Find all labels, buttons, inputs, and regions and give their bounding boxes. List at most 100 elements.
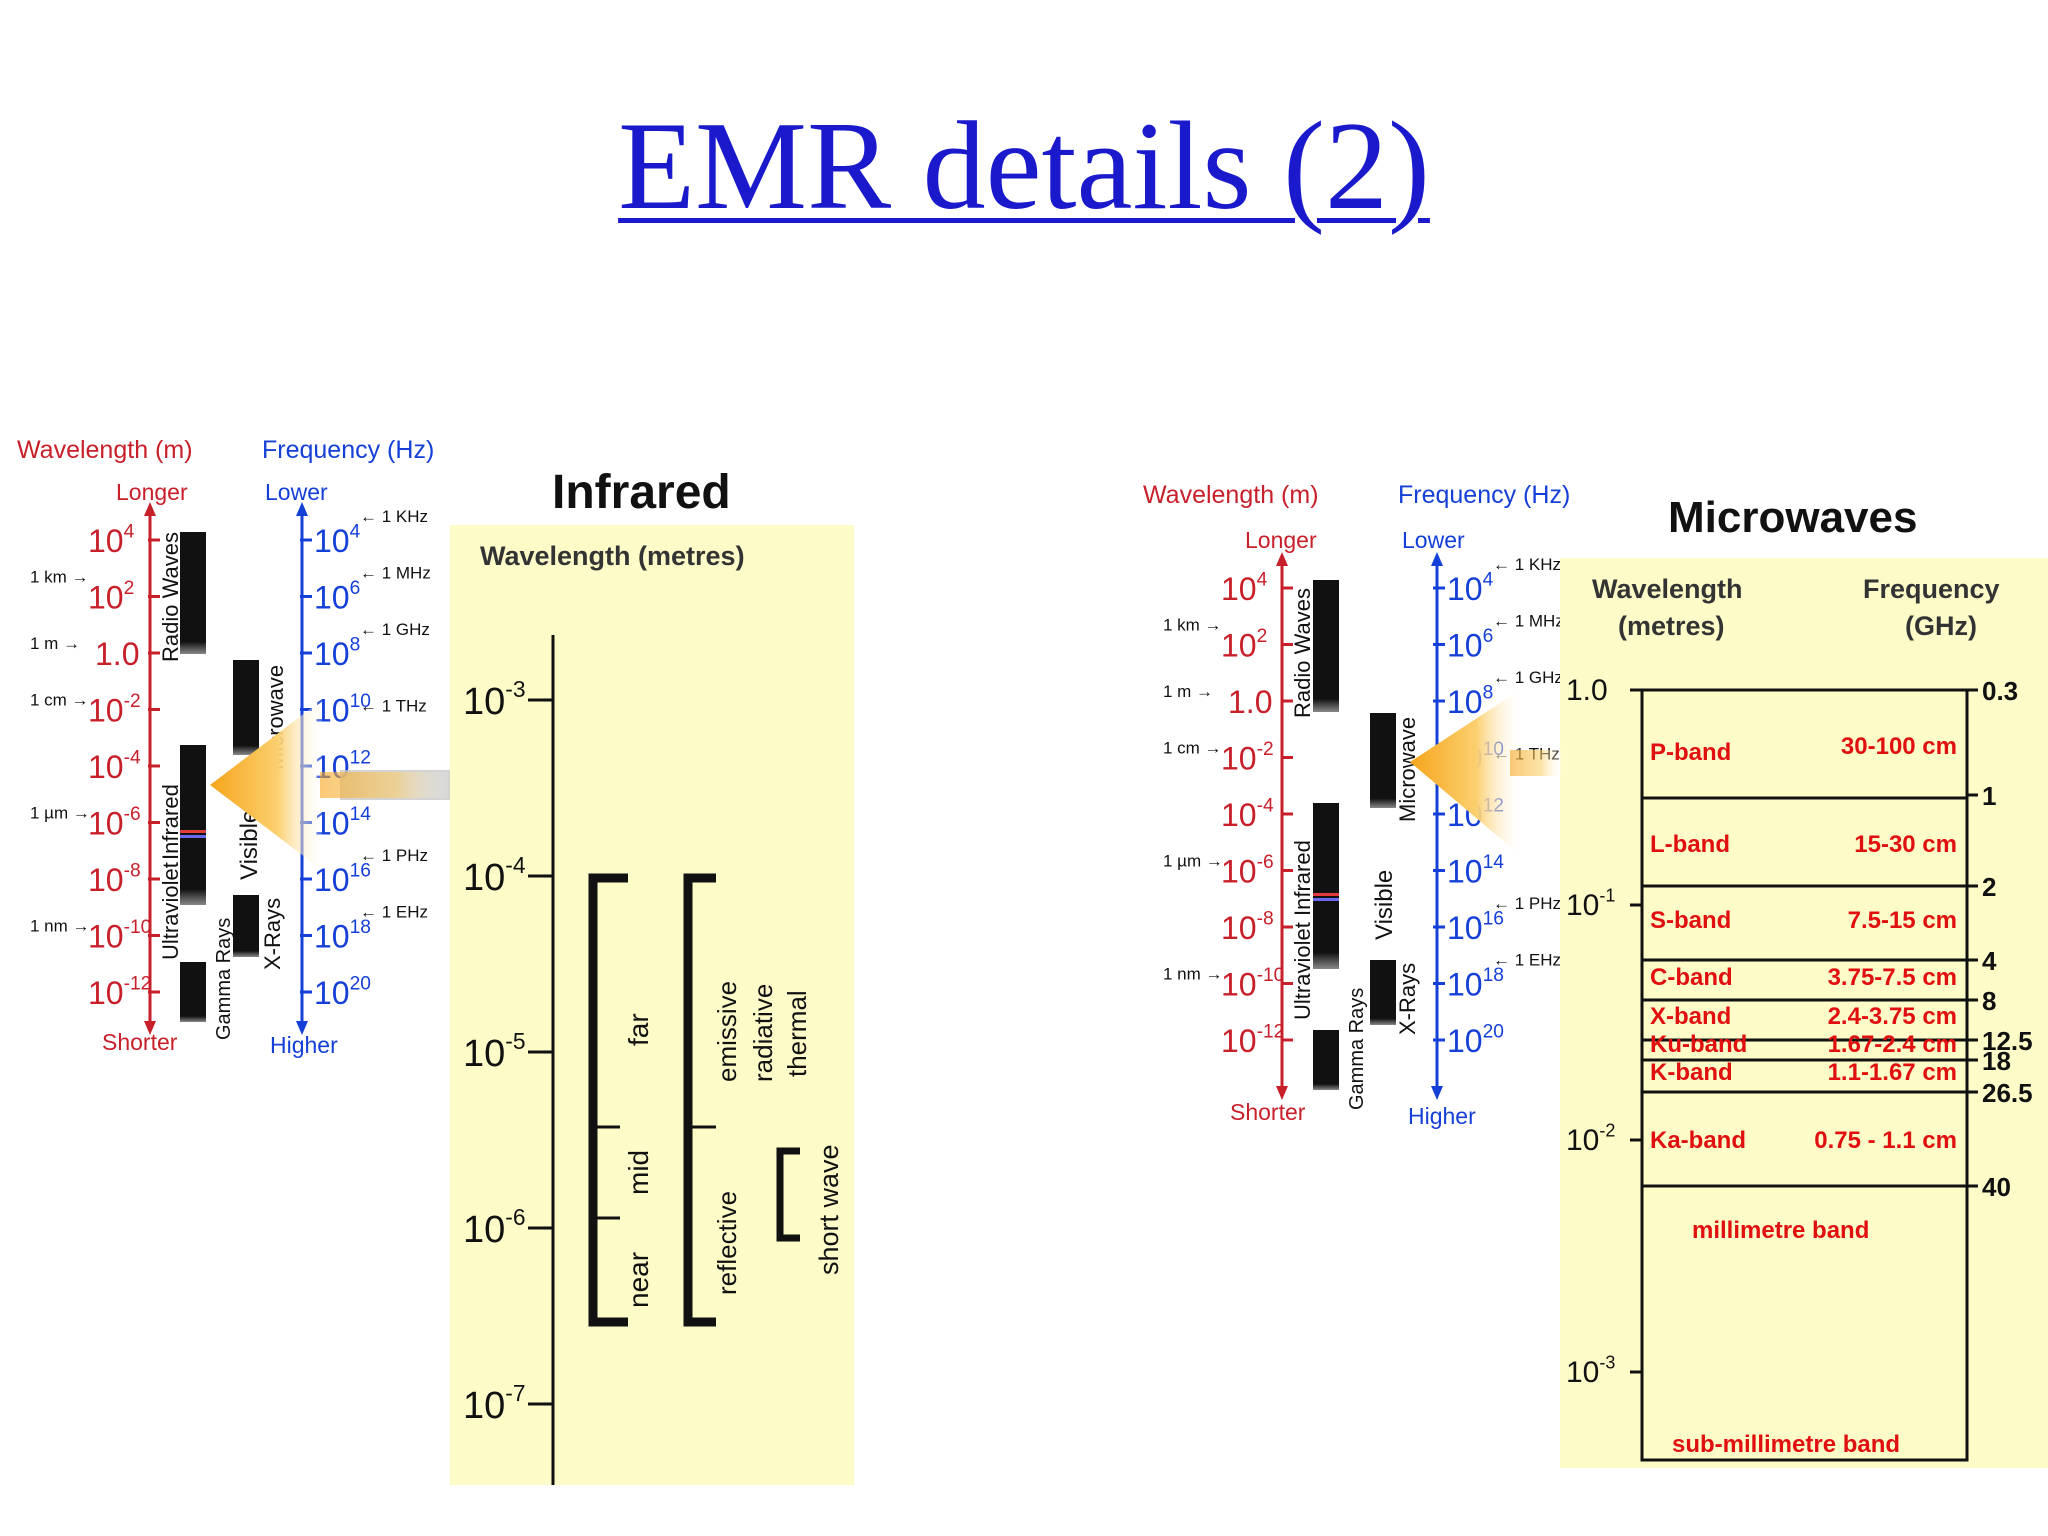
wavelength-marker: 1 cm → <box>30 691 89 710</box>
band-range: 0.75 - 1.1 cm <box>1814 1127 1957 1154</box>
frequency-tick-label: 1016 <box>314 861 371 898</box>
emissive-reflective-bracket <box>683 873 716 1327</box>
band-name: X-band <box>1650 1003 1731 1030</box>
wavelength-tick-label: 1.0 <box>95 636 139 672</box>
mw-freq-tick-label: 12.5 <box>1982 1026 2033 1056</box>
frequency-marker: ← 1 GHz <box>360 620 430 639</box>
lower-label-right: Lower <box>1402 527 1465 553</box>
wavelength-tick-label: 104 <box>88 522 135 559</box>
infrared-pointer-arrow <box>210 700 450 870</box>
wavelength-marker: 1 µm → <box>1163 852 1223 871</box>
microwave-bar <box>233 660 259 755</box>
band-name: Ku-band <box>1650 1031 1747 1058</box>
microwaves-band-lines <box>1642 796 1967 1188</box>
frequency-header: Frequency (Hz) <box>262 436 434 464</box>
mw-wl-tick-label: 1.0 <box>1566 674 1608 707</box>
gamma-rays-bar-right <box>1313 1030 1339 1090</box>
wavelength-tick-label: 10-6 <box>88 804 141 841</box>
wavelength-tick-label: 10-10 <box>88 917 151 954</box>
short-wave-bracket <box>776 1147 800 1242</box>
frequency-axis-right-arrow-down <box>1431 1086 1443 1100</box>
wavelength-tick-label: 10-8 <box>1221 909 1274 946</box>
infrared-heading: Infrared <box>552 466 731 519</box>
band-name: P-band <box>1650 739 1731 766</box>
group-thermal: thermal <box>782 990 812 1077</box>
frequency-tick-label: 104 <box>314 522 361 559</box>
band-range: 30-100 cm <box>1841 733 1957 760</box>
visible-red-line <box>180 830 206 833</box>
near-mid-far-bracket <box>588 873 628 1327</box>
gamma-rays-bar <box>180 962 206 1022</box>
frequency-tick-label: 108 <box>314 635 360 672</box>
wavelength-tick-label: 10-6 <box>1221 852 1274 889</box>
frequency-tick-label: 1020 <box>1447 1022 1504 1059</box>
region-label-radio-waves-right: Radio Waves <box>1290 588 1315 718</box>
microwave-bar-right <box>1370 713 1396 808</box>
band-name: K-band <box>1650 1059 1733 1086</box>
wavelength-axis-arrow-down <box>144 1021 156 1035</box>
wavelength-marker: 1 cm → <box>1163 739 1222 758</box>
band-range: 1.67-2.4 cm <box>1828 1031 1957 1058</box>
wavelength-tick-label: 10-12 <box>88 974 151 1011</box>
mw-freq-tick-label: 1 <box>1982 781 1996 811</box>
sub-millimetre-band-label: sub-millimetre band <box>1672 1431 1900 1458</box>
wavelength-header: Wavelength (m) <box>17 436 193 464</box>
region-label-radio-waves: Radio Waves <box>158 532 183 662</box>
wavelength-tick-label: 1.0 <box>1228 684 1272 720</box>
mw-freq-tick-label: 18 <box>1982 1046 2011 1076</box>
microwaves-freq-title-line1: Frequency <box>1863 574 2000 604</box>
microwaves-freq-title-line2: (GHz) <box>1905 611 1977 641</box>
microwaves-panel: Microwaves Wavelength (metres) Frequency… <box>1560 493 2048 1468</box>
wavelength-tick-label: 10-4 <box>88 748 141 785</box>
wavelength-tick-label: 10-2 <box>1221 739 1274 776</box>
band-name: S-band <box>1650 907 1731 934</box>
band-name: C-band <box>1650 964 1733 991</box>
band-range: 1.1-1.67 cm <box>1828 1059 1957 1086</box>
longer-label: Longer <box>116 479 188 505</box>
group-radiative: radiative <box>748 984 778 1082</box>
arrow-head-right <box>1410 690 1520 855</box>
higher-label-right: Higher <box>1408 1103 1476 1129</box>
frequency-marker: ← 1 PHz <box>360 846 428 865</box>
region-label-visible-right: Visible <box>1371 870 1398 940</box>
wavelength-tick-label: 104 <box>1221 570 1268 607</box>
region-label-gamma-rays: Gamma Rays <box>213 918 235 1040</box>
region-label-x-rays-right: X-Rays <box>1395 963 1420 1035</box>
lower-label: Lower <box>265 479 328 505</box>
mw-freq-tick-label: 4 <box>1982 946 1997 976</box>
wavelength-tick-label: 102 <box>1221 626 1267 663</box>
shorter-label: Shorter <box>102 1029 178 1055</box>
microwaves-table <box>1640 688 1969 1462</box>
microwaves-wl-ticks: 1.010-110-210-3 <box>1566 674 1642 1389</box>
band-name: Ka-band <box>1650 1127 1746 1154</box>
arrow-head <box>210 700 322 870</box>
frequency-tick-label: 1018 <box>1447 965 1504 1002</box>
wavelength-markers-left: 1 km →1 m →1 cm →1 µm →1 nm → <box>30 568 90 936</box>
microwave-pointer-arrow <box>1410 690 1562 855</box>
frequency-axis-arrow-down <box>296 1021 308 1035</box>
wavelength-axis-right-arrow-down <box>1276 1086 1288 1100</box>
wavelength-tick-label: 10-4 <box>1221 796 1274 833</box>
group-short-wave: short wave <box>814 1144 844 1275</box>
infrared-panel-bg <box>450 525 854 1485</box>
frequency-axis-right-arrow-up <box>1431 552 1443 566</box>
frequency-axis-arrow-up <box>296 502 308 516</box>
infrared-axis-title: Wavelength (metres) <box>480 541 745 571</box>
wavelength-axis-right-arrow-up <box>1276 552 1288 566</box>
segment-mid: mid <box>623 1150 654 1195</box>
wavelength-header-right: Wavelength (m) <box>1143 481 1319 509</box>
frequency-marker: ← 1 EHz <box>1493 951 1561 970</box>
radio-waves-bar <box>180 532 206 654</box>
microwaves-panel-bg <box>1560 558 2048 1468</box>
higher-label: Higher <box>270 1032 338 1058</box>
band-range: 2.4-3.75 cm <box>1828 1003 1957 1030</box>
frequency-tick-label: 104 <box>1447 570 1494 607</box>
wavelength-marker: 1 nm → <box>30 917 90 936</box>
microwaves-wl-title-line1: Wavelength <box>1592 574 1743 604</box>
page-title[interactable]: EMR details (2) <box>618 97 1430 236</box>
infrared-ticks: 10-310-410-510-610-7 <box>463 676 553 1427</box>
wavelength-tick-label: 10-12 <box>1221 1022 1284 1059</box>
frequency-tick-label: 106 <box>1447 626 1493 663</box>
